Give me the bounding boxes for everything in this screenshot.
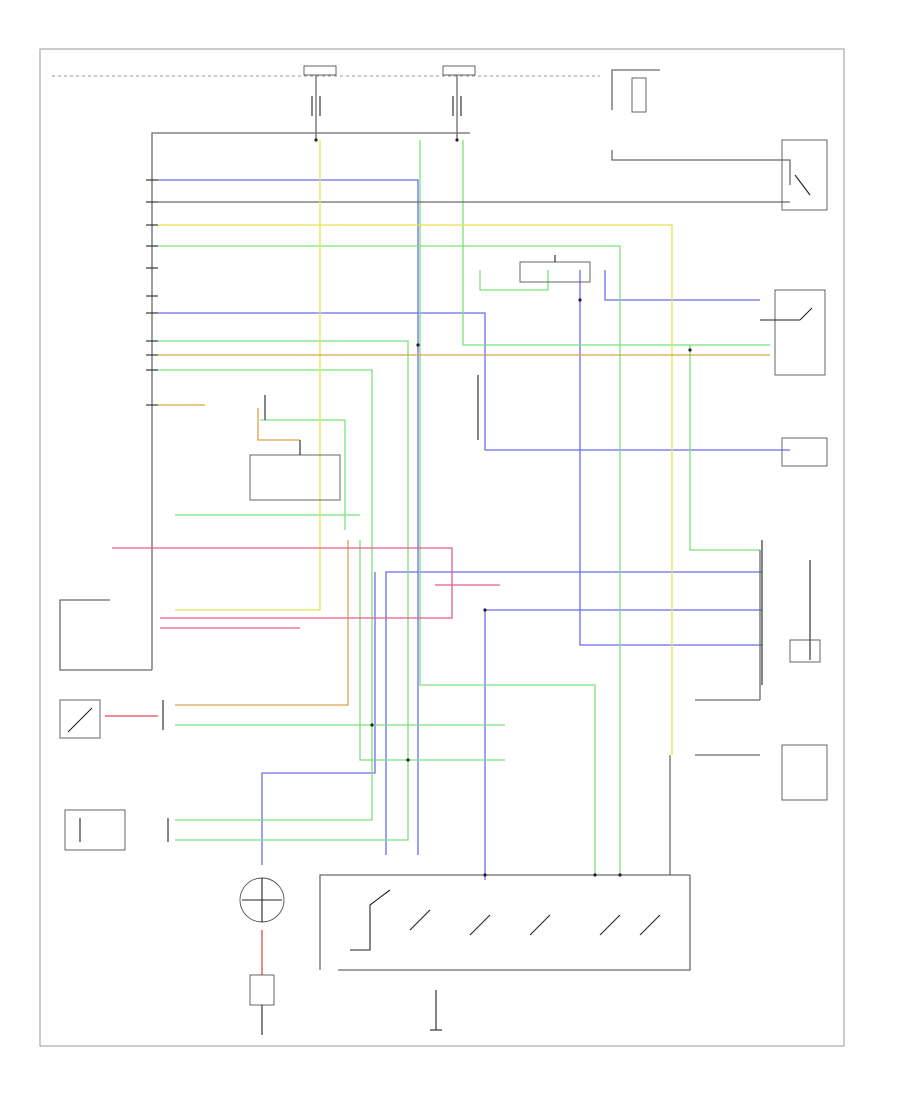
relay-center-left bbox=[249, 395, 341, 501]
connector-left-marks bbox=[162, 700, 169, 842]
connector-center-top bbox=[519, 255, 591, 283]
control-unit-pins bbox=[146, 179, 158, 406]
main-control-unit bbox=[59, 132, 470, 671]
orange-wires bbox=[158, 354, 770, 706]
gray-wires bbox=[158, 159, 791, 875]
fuse-box-top-right bbox=[611, 69, 660, 161]
switch-right-lower bbox=[761, 540, 821, 685]
module-right-bottom bbox=[781, 744, 828, 801]
pink-wires bbox=[105, 547, 500, 975]
ground-bottom-center bbox=[430, 990, 442, 1031]
splice-dots bbox=[314, 138, 692, 877]
green-wires bbox=[158, 140, 770, 875]
switch-top-right bbox=[781, 139, 828, 211]
sensor-left-box bbox=[59, 699, 101, 739]
blue-wires bbox=[158, 179, 790, 880]
fuse-block-left bbox=[303, 65, 337, 140]
yellow-wires bbox=[158, 140, 673, 755]
transmission-range-switch bbox=[239, 877, 285, 923]
diagram-border bbox=[39, 48, 845, 1047]
switch-left-lower bbox=[64, 809, 126, 851]
sensor-right-mid bbox=[781, 437, 828, 467]
ground-connector-bottom-left bbox=[249, 974, 275, 1035]
ignition-switch-assembly bbox=[319, 874, 691, 971]
fuse-block-right bbox=[442, 65, 476, 140]
relay-right-upper bbox=[760, 289, 826, 376]
